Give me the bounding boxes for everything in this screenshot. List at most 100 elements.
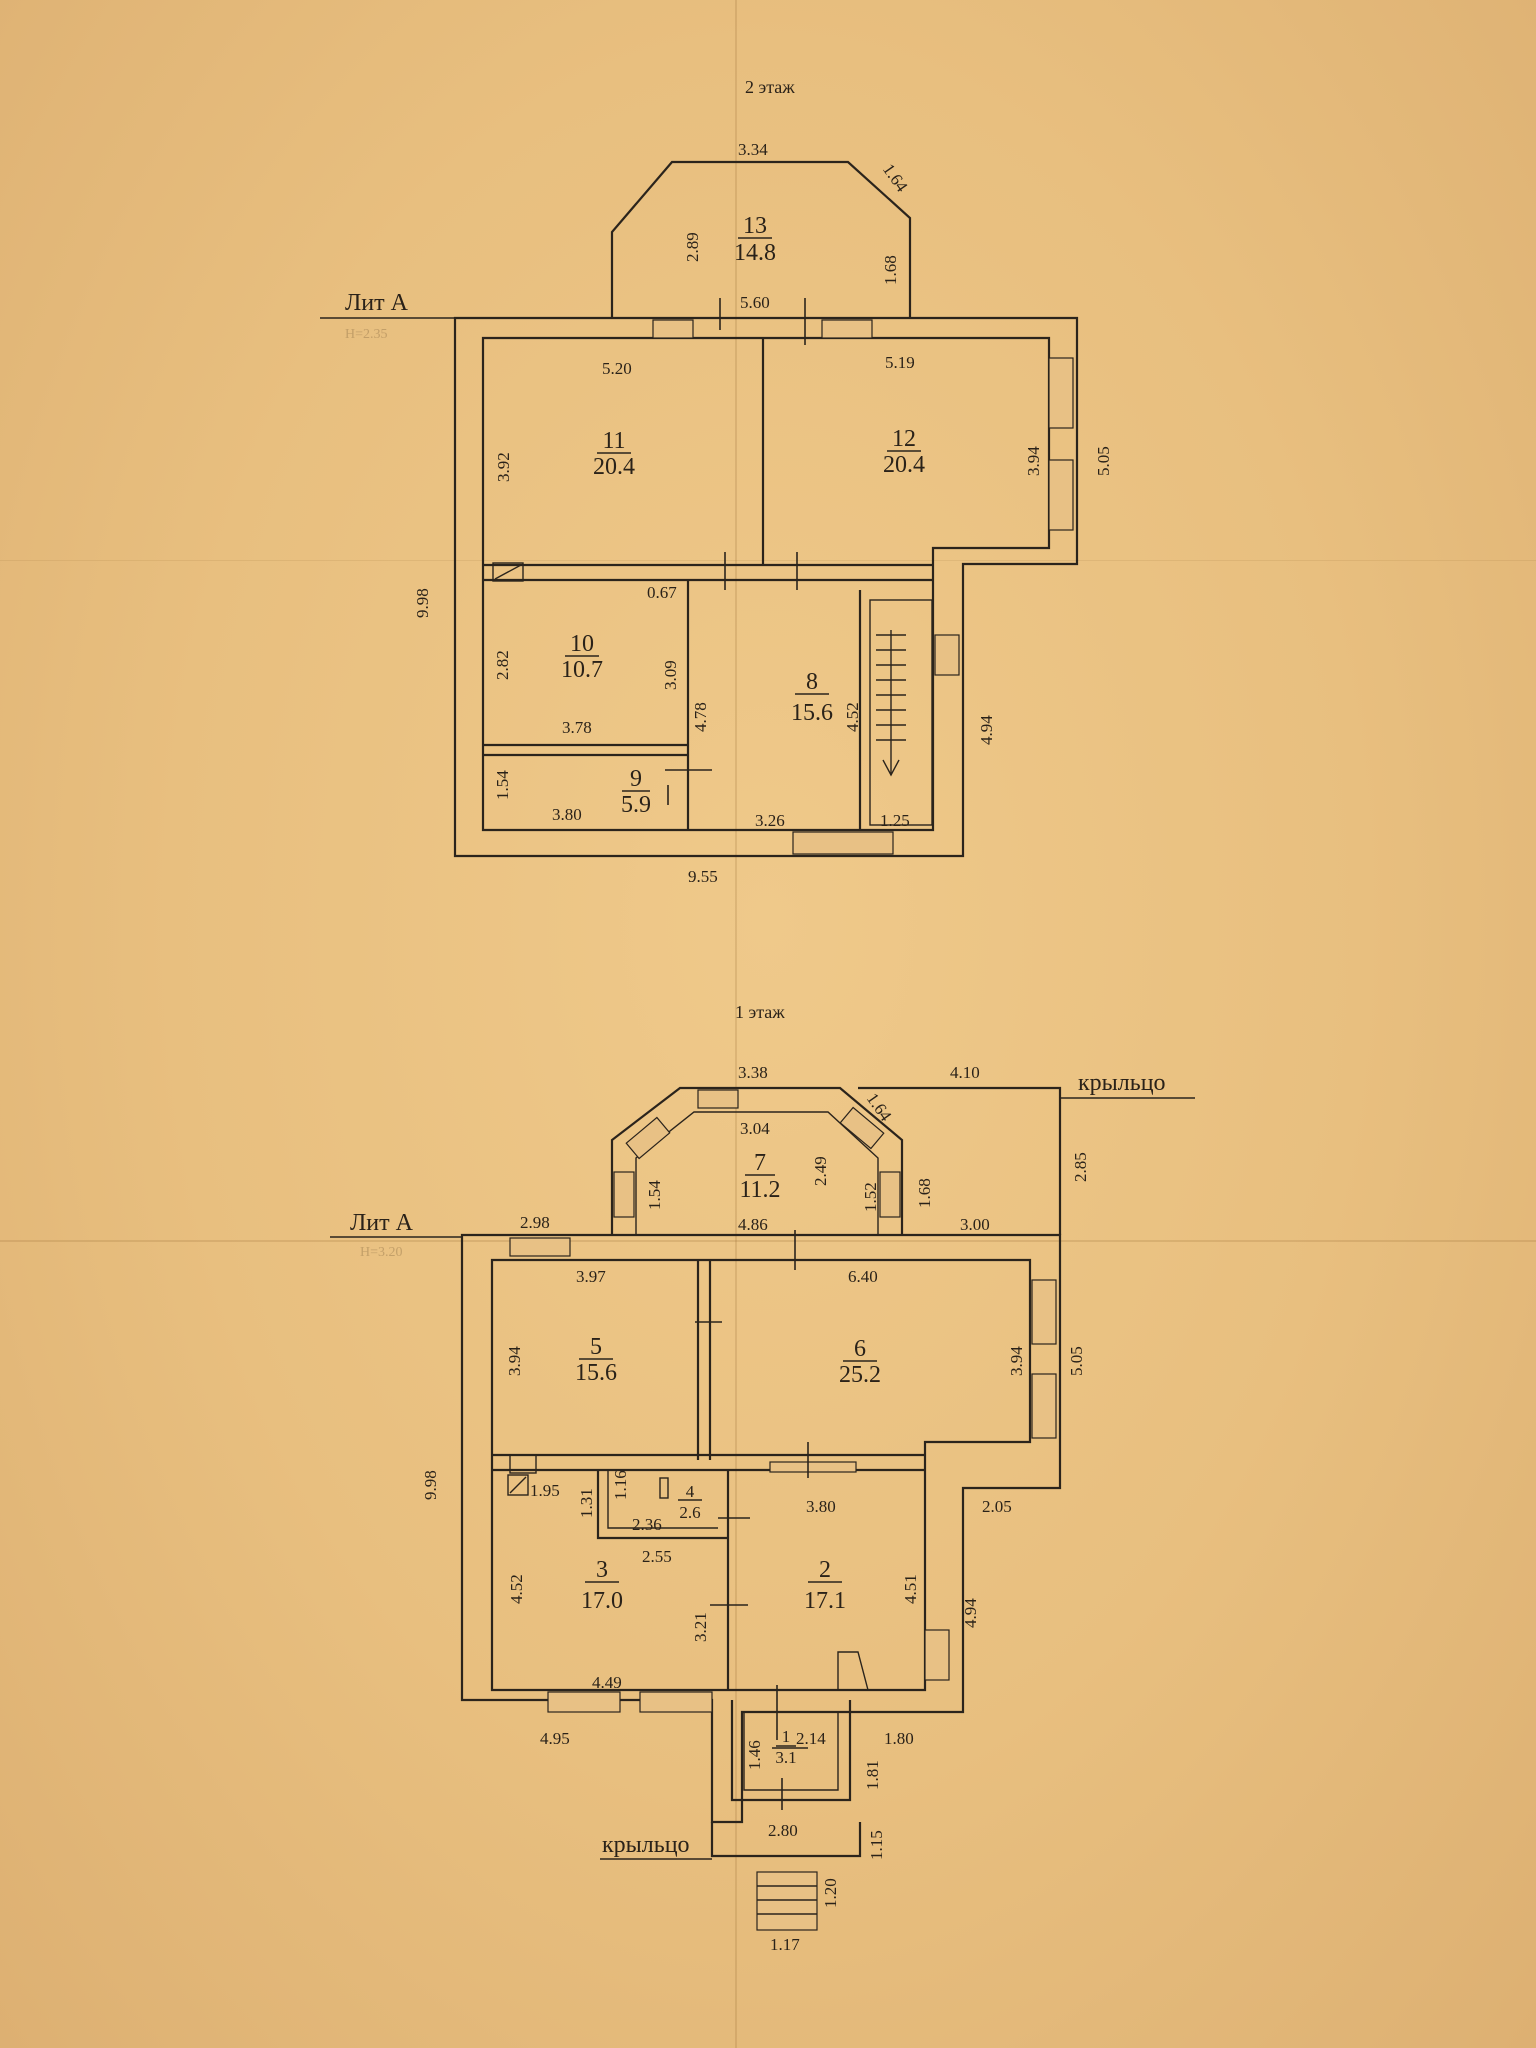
- svg-text:20.4: 20.4: [593, 454, 635, 480]
- dim-1-porch-depth: 1.15: [867, 1830, 886, 1860]
- dim-2-room12-top: 5.19: [885, 353, 915, 372]
- dim-1-vestibule-top: 2.14: [796, 1729, 826, 1748]
- chimney-2: [492, 562, 524, 582]
- room-6-label: 6 25.2: [839, 1336, 881, 1388]
- svg-text:2: 2: [819, 1557, 831, 1583]
- porch-steps: [756, 1871, 818, 1931]
- height-mark-1: Н=3.20: [360, 1245, 403, 1260]
- paper-crease-upper: [0, 560, 1536, 561]
- dim-2-room8-right: 4.52: [843, 702, 862, 732]
- svg-text:5.9: 5.9: [621, 792, 651, 818]
- dim-2-bay-top: 3.34: [738, 140, 768, 159]
- dim-1-step-right: 2.05: [982, 1497, 1012, 1516]
- dim-2-left-outer: 9.98: [413, 588, 432, 618]
- dim-2-stair-outer: 4.94: [977, 715, 996, 745]
- dim-1-left-top: 2.98: [520, 1213, 550, 1232]
- interior-outline-1: [490, 1258, 1032, 1692]
- dim-2-small: 0.67: [647, 583, 677, 602]
- svg-text:17.1: 17.1: [804, 1588, 846, 1614]
- window-2e: [934, 634, 960, 676]
- porch-bottom-label: крыльцо: [602, 1832, 690, 1858]
- dim-2-stair-bottom: 1.25: [880, 811, 910, 830]
- window-2c: [1048, 357, 1074, 429]
- svg-text:20.4: 20.4: [883, 452, 925, 478]
- dim-1-room2-right: 4.51: [901, 1574, 920, 1604]
- svg-text:15.6: 15.6: [575, 1360, 617, 1386]
- dim-2-right-outer: 5.05: [1094, 446, 1113, 476]
- window-1g: [1031, 1279, 1057, 1345]
- room-2-label: 2 17.1: [804, 1557, 846, 1614]
- window-1b: [839, 1106, 885, 1150]
- window-1f: [509, 1237, 571, 1257]
- vestibule-1: [730, 1700, 852, 1802]
- dim-1-porch-width: 2.80: [768, 1821, 798, 1840]
- window-1h: [1031, 1373, 1057, 1439]
- dim-1-room3-bottom: 4.49: [592, 1673, 622, 1692]
- dim-2-room10-bottom: 3.78: [562, 718, 592, 737]
- bay-wall-2: [610, 160, 912, 318]
- dim-1-right-lower: 4.94: [961, 1598, 980, 1628]
- svg-text:7: 7: [754, 1150, 766, 1176]
- svg-text:4: 4: [686, 1482, 695, 1501]
- svg-text:11.2: 11.2: [739, 1177, 780, 1203]
- exterior-wall-1: [460, 1233, 1062, 1824]
- window-2a: [652, 319, 694, 339]
- floor-2-plan: 2 этаж Лит А Н=2.35: [320, 77, 1113, 886]
- dim-1-room5-top: 3.97: [576, 1267, 606, 1286]
- svg-text:15.6: 15.6: [791, 700, 833, 726]
- wall-room4: [596, 1470, 728, 1540]
- svg-text:2.6: 2.6: [679, 1503, 700, 1522]
- svg-text:11: 11: [602, 428, 625, 454]
- dim-1-room7-right: 2.49: [811, 1156, 830, 1186]
- room-3-label: 3 17.0: [581, 1557, 623, 1614]
- staircase-2: [876, 630, 906, 777]
- dim-2-bay-diag: 1.64: [879, 160, 912, 196]
- dim-1-room3-right: 3.21: [691, 1612, 710, 1642]
- exterior-wall-2: [453, 316, 1079, 858]
- svg-text:10.7: 10.7: [561, 657, 603, 683]
- chimney-1b: [507, 1474, 529, 1496]
- floor-2-title: 2 этаж: [745, 77, 795, 97]
- window-1d: [613, 1171, 635, 1218]
- porch-bottom-1: [710, 1822, 862, 1858]
- dim-1-room2-top: 3.80: [806, 1497, 836, 1516]
- window-1k: [639, 1691, 713, 1713]
- floor-1-title: 1 этаж: [735, 1002, 785, 1022]
- dim-2-room10-right: 3.09: [661, 660, 680, 690]
- dim-2-room9-left: 1.54: [493, 770, 512, 800]
- room-8-label: 8 15.6: [791, 669, 833, 726]
- room-11-label: 11 20.4: [593, 428, 635, 480]
- wall-room4b: [607, 1470, 718, 1529]
- dim-2-room11-top: 5.20: [602, 359, 632, 378]
- dim-2-room9-bottom: 3.80: [552, 805, 582, 824]
- bay-inner-1: [635, 1111, 879, 1235]
- dim-1-porch-right: 2.85: [1071, 1152, 1090, 1182]
- room-4-label: 4 2.6: [678, 1482, 702, 1522]
- dim-1-bay-right-outer: 1.68: [915, 1178, 934, 1208]
- svg-text:3.1: 3.1: [775, 1748, 796, 1767]
- dim-2-bay-right: 1.68: [881, 255, 900, 285]
- window-1e: [879, 1171, 901, 1218]
- bay-wall-1: [610, 1086, 904, 1235]
- svg-text:17.0: 17.0: [581, 1588, 623, 1614]
- room-10-label: 10 10.7: [561, 631, 603, 683]
- window-1i: [924, 1629, 950, 1681]
- room-12-label: 12 20.4: [883, 426, 925, 478]
- dim-1-bay-base: 4.86: [738, 1215, 768, 1234]
- dim-1-vestibule-right: 1.81: [863, 1760, 882, 1790]
- paper-crease-vertical: [735, 0, 737, 2048]
- room-1-label: 1 3.1: [775, 1727, 796, 1767]
- dim-1-steps-width: 1.17: [770, 1935, 800, 1954]
- room-9-label: 9 5.9: [621, 766, 651, 818]
- dim-1-vestibule-left: 1.46: [745, 1740, 764, 1770]
- window-1l: [769, 1461, 857, 1473]
- lit-a-label-1: Лит А: [350, 1210, 414, 1236]
- porch-top-label: крыльцо: [1078, 1070, 1166, 1096]
- dim-1-left-outer: 9.98: [421, 1470, 440, 1500]
- dim-2-bay-left: 2.89: [683, 232, 702, 262]
- paper-crease-horizontal: [0, 1240, 1536, 1242]
- dim-2-total-bottom: 9.55: [688, 867, 718, 886]
- dim-1-left-bottom: 4.95: [540, 1729, 570, 1748]
